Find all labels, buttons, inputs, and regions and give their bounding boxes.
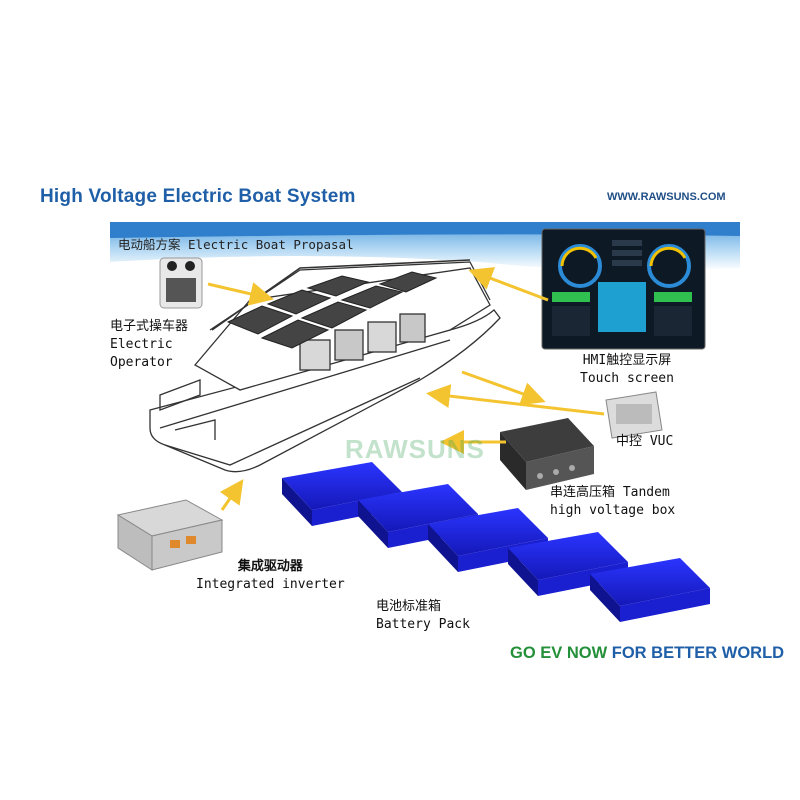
electric-operator-device	[159, 257, 203, 309]
vuc-label: 中控 VUC	[616, 434, 674, 449]
website-link[interactable]: WWW.RAWSUNS.COM	[607, 191, 726, 203]
battery-label: 电池标准箱 Battery Pack	[376, 598, 470, 634]
tagline-blue: FOR BETTER WORLD	[611, 644, 785, 662]
integrated-inverter-device	[116, 499, 224, 571]
operator-label: 电子式操车器 Electric Operator	[110, 318, 188, 372]
tagline-green: GO EV NOW	[510, 644, 612, 662]
hv-box-label-line1: 串连高压箱 Tandem	[550, 485, 670, 500]
inverter-label-cn: 集成驱动器	[237, 559, 303, 574]
hmi-label-en: Touch screen	[580, 371, 674, 386]
hmi-label: HMI触控显示屏 Touch screen	[580, 352, 674, 388]
arrow-hmi-lower	[461, 370, 546, 406]
operator-label-en2: Operator	[110, 355, 173, 370]
solar-panels	[226, 271, 438, 349]
watermark-text: RAWSUNS	[345, 434, 485, 464]
hv-box-label: 串连高压箱 Tandem high voltage box	[550, 484, 675, 520]
battery-label-en: Battery Pack	[376, 617, 470, 632]
operator-label-en1: Electric	[110, 337, 173, 352]
battery-label-cn: 电池标准箱	[376, 599, 442, 614]
arrow-vuc	[426, 384, 605, 416]
battery-packs	[282, 462, 710, 622]
hmi-label-cn: HMI触控显示屏	[582, 353, 672, 368]
operator-label-cn: 电子式操车器	[110, 319, 189, 334]
inverter-label: 集成驱动器 Integrated inverter	[196, 558, 345, 594]
tagline: GO EV NOW FOR BETTER WORLD	[510, 644, 784, 663]
hv-box-label-line2: high voltage box	[550, 503, 676, 518]
vuc-controller-device	[605, 391, 663, 439]
banner-subtitle: 电动船方案 Electric Boat Propasal	[118, 237, 354, 252]
connector-arrows	[207, 267, 605, 511]
hmi-touch-screen	[541, 228, 706, 350]
battery-pack-5	[590, 558, 710, 622]
battery-pack-4	[508, 532, 628, 596]
inverter-label-en: Integrated inverter	[196, 577, 345, 592]
arrow-hmi	[468, 267, 549, 302]
arrow-operator	[207, 282, 274, 306]
page-title: High Voltage Electric Boat System	[40, 186, 356, 207]
arrow-inverter	[219, 479, 244, 511]
tandem-high-voltage-box	[500, 418, 594, 490]
